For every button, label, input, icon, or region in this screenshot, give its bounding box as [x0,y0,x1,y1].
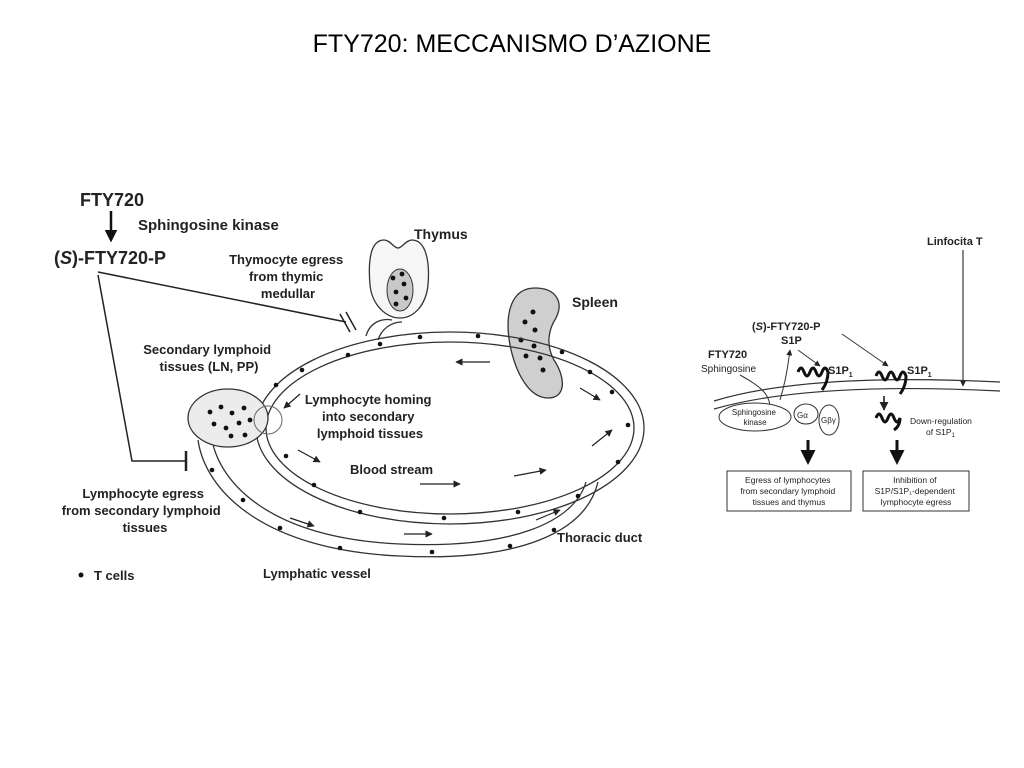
lymph-node-cells [207,404,253,439]
lymphatic-vessel-outer [197,439,599,558]
tcell-legend-dot [78,572,84,578]
bind-arrow-1 [797,349,821,367]
tcell-legend-label: T cells [94,568,134,583]
blood-stream-outer [255,331,645,525]
spleen-label: Spleen [572,294,618,310]
secondary-lymphoid-label: Secondary lymphoid tissues (LN, PP) [143,342,275,374]
thymocyte-egress-label: Thymocyte egress from thymic medullar [229,252,347,301]
inhibition-bar-thymus [339,311,357,333]
fty720-right-label: FTY720 [708,349,747,361]
lymphatic-vessel-label: Lymphatic vessel [263,566,371,581]
homing-label: Lymphocyte homing into secondary lymphoi… [305,392,435,441]
blood-stream-label: Blood stream [350,462,433,477]
fty720p-right-rest: -FTY720-P [767,321,821,333]
homing-site [253,405,283,435]
left-diagram: FTY720 Sphingosine kinase (S)-FTY720-P T… [54,190,645,583]
thymus-stalk [365,318,403,341]
fty720p-rest: -FTY720-P [78,248,166,268]
thymus-label: Thymus [414,226,468,242]
linfocita-label: Linfocita T [927,236,983,248]
thymus-cells [390,271,409,307]
lymph-egress-label: Lymphocyte egress from secondary lymphoi… [62,486,225,535]
egress-box [726,470,852,512]
fty720p-label: (S)-FTY720-P [54,248,166,268]
fty720-label: FTY720 [80,190,144,210]
export-arrow [779,349,793,401]
right-diagram: Linfocita T (S)-FTY720-P S1P FTY720 Sphi… [701,236,1001,512]
bind-arrow-2 [841,333,889,367]
s1p1-label-1: S1P1 [828,365,853,379]
galpha-protein [793,403,819,425]
galpha-label: Gα [797,411,808,420]
cell-membrane-top [713,379,1001,402]
flow-arrows [283,358,613,538]
lymph-node-shape [187,388,269,448]
gbeta-protein [818,404,840,436]
thoracic-duct-label: Thoracic duct [557,530,643,545]
sphingosine-kinase-label: Sphingosine kinase [138,217,279,234]
s1p1-receptor-2 [874,370,908,395]
sphingosine-kinase-shape [718,402,792,432]
s1p1-receptor-1 [796,366,830,391]
s1p1-label-2: S1P1 [907,365,932,379]
egress-box-label: Egress of lymphocytes from secondary lym… [740,475,837,507]
downreg-label: Down-regulation of S1P1 [910,416,974,439]
slide-title: FTY720: MECCANISMO D’AZIONE [312,30,712,58]
fty720p-s: S [60,248,72,268]
vessel-tcells [209,333,631,555]
internalized-receptor [874,412,902,432]
inhibition-line-lymph [97,274,186,462]
cell-membrane-bottom [713,388,1001,410]
inhibition-box-label: Inhibition of S1P/S1P₁-dependent lymphoc… [875,475,958,507]
fty720p-right-s: S [756,321,764,333]
fty720p-right-label: (S)-FTY720-P [752,321,820,333]
sphingosine-kinase-right-label: Sphingosine kinase [732,408,778,427]
lymphatic-vessel-inner [211,439,587,546]
s1p-label: S1P [781,335,802,347]
inhibition-box [862,470,970,512]
spleen-shape [507,287,563,399]
inhibition-line-thymus [97,271,347,323]
gbeta-label: Gβγ [821,416,836,425]
sphingosine-label: Sphingosine [701,364,756,375]
